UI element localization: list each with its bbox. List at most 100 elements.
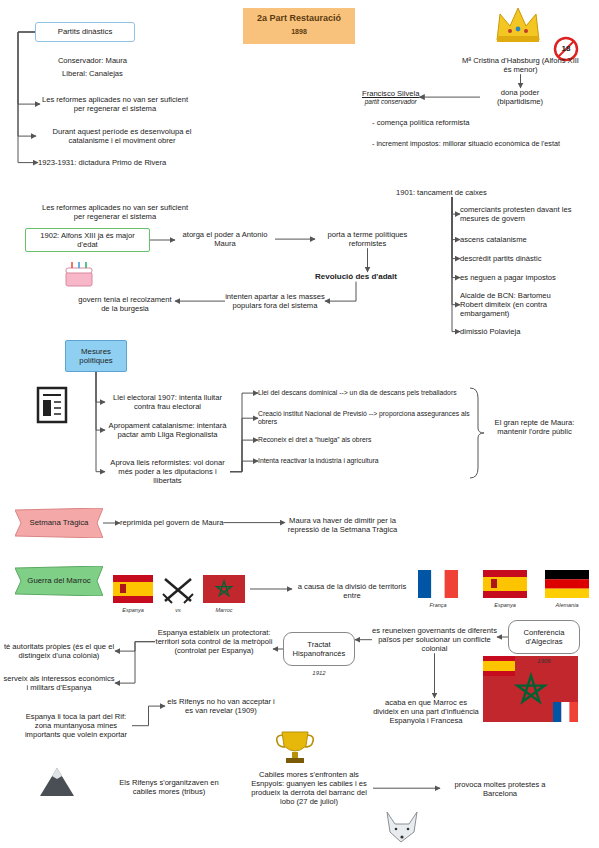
node-text: es reuneixen governants de diferents paï…	[372, 626, 497, 653]
connector-arrow	[18, 32, 40, 104]
flag-stripe	[113, 575, 153, 582]
concept-text: atorga el poder a Antonio Maura	[175, 230, 275, 248]
concept-text: govern tenia el recolzament de la burges…	[75, 295, 175, 313]
ribbon-outline	[15, 566, 103, 596]
connector-arrow	[452, 197, 460, 305]
concept-text: 1901: tancament de caixes	[396, 188, 487, 197]
connector-arrow	[230, 418, 258, 472]
connector-arrow	[452, 197, 460, 259]
connector-arrow	[18, 32, 36, 136]
concept-text: Els Rifenys s'organitzaven en cabiles mo…	[110, 778, 228, 796]
spain-flag	[113, 575, 153, 603]
connector-arrow	[452, 197, 460, 332]
title-box	[243, 8, 355, 44]
flag-stripe	[545, 589, 589, 598]
document-sheet	[38, 388, 66, 422]
node-text: atorga el poder a Antonio Maura	[175, 230, 275, 248]
star-outline	[216, 581, 231, 595]
flag-stripe	[431, 570, 444, 598]
flag-stripe	[483, 570, 527, 577]
flag-stripe	[418, 570, 431, 598]
category-box: Mesures polítiques	[65, 340, 127, 372]
concept-text: 1923-1931: dictadura Primo de Rivera	[38, 158, 166, 167]
node-text: 1901: tancament de caixes	[396, 188, 487, 197]
concept-text: Les reformes aplicades no van ser sufici…	[40, 95, 190, 113]
note-label: Espanya	[108, 607, 158, 614]
event-box: 1902: Alfons XIII ja és major d'edat	[25, 228, 150, 252]
node-text: Tractat Hispanofrancès	[287, 640, 351, 658]
trophy-stem	[292, 752, 298, 758]
node-text: - increment impostos: millorar situació …	[372, 140, 560, 149]
node-text: Durant aquest període es desenvolupa el …	[36, 127, 208, 145]
concept-text: es neguen a pagar impostos	[460, 273, 556, 282]
concept-text: a causa de la divisió de territoris entr…	[296, 582, 408, 600]
concept-text: els Rifenys no ho van acceptar i es van …	[165, 697, 277, 715]
concept-text: dimissió Polavieja	[460, 327, 520, 336]
node-text: intenten apartar a les masses populars f…	[225, 292, 325, 310]
candle	[71, 262, 73, 268]
node-text: es neguen a pagar impostos	[460, 273, 556, 282]
node-text: provoca moltes protestes a Barcelona	[440, 780, 560, 798]
wolf-icon	[387, 812, 417, 842]
sword	[165, 579, 191, 601]
node-text: Guerra del Marroc	[27, 576, 90, 585]
node-text: els Rifenys no ho van acceptar i es van …	[165, 697, 277, 715]
concept-text: Revolució des d'adalt	[315, 272, 397, 282]
wolf-nose	[400, 835, 403, 838]
flag-stripe	[545, 570, 589, 579]
flag-stripe	[545, 579, 589, 588]
document-image	[43, 400, 51, 416]
concept-text: dona poder (bipartidisme)	[480, 88, 560, 106]
node-text: Les reformes aplicades no van ser sufici…	[40, 95, 190, 113]
concept-text: Maura va haver de dimitir per la repress…	[285, 516, 400, 534]
concept-text: Espanya li toca la part del Rif: zona mu…	[20, 712, 132, 739]
connector-arrow	[325, 282, 356, 302]
node-text: Llei electoral 1907: intenta lluitar con…	[105, 393, 230, 411]
concept-text: intenten apartar a les masses populars f…	[225, 292, 325, 310]
trophy-cup	[282, 732, 308, 751]
concept-text: - increment impostos: millorar situació …	[372, 140, 560, 149]
category-box: Partits dinàstics	[35, 22, 135, 42]
document-line	[54, 413, 61, 415]
node-text: Intenta reactivar la indústria i agricul…	[258, 457, 379, 465]
node-text: Setmana Tràgica	[30, 518, 89, 527]
trophy-handle	[305, 735, 313, 747]
connector-arrow	[367, 248, 368, 272]
bracket	[470, 388, 484, 478]
sword-hilt	[184, 594, 193, 603]
note-label: Liberal: Canalejas	[45, 69, 140, 78]
crown-jewel	[516, 27, 521, 32]
node-text: a causa de la divisió de territoris entr…	[296, 582, 408, 600]
flag-stripe	[483, 591, 527, 598]
concept-text: Llei del descans dominical --> un dia de…	[258, 389, 457, 397]
mountain-shape	[40, 768, 74, 796]
wolf-eye	[395, 828, 398, 831]
candle	[85, 262, 87, 268]
flag-star	[517, 676, 544, 702]
flag-stripe	[570, 702, 578, 722]
connector-arrow	[520, 74, 521, 88]
mountain-icon	[40, 768, 74, 796]
crown-icon	[497, 8, 539, 42]
node-text: serveix als interessos econòmics i milit…	[3, 674, 115, 692]
note-label: Alemania	[542, 602, 592, 609]
connector-arrow	[96, 372, 105, 430]
connector-arrow	[132, 706, 165, 726]
node-text: Reconeix el dret a “huelga” als obrers	[258, 436, 371, 444]
flag-stripe	[113, 582, 153, 596]
node-text: govern tenia el recolzament de la burges…	[75, 295, 175, 313]
connector-arrow	[115, 642, 155, 651]
note-label: Conservador: Maura	[45, 56, 140, 65]
flag-emblem	[120, 584, 126, 593]
concept-text: reprimida pel govern de Maura	[120, 518, 223, 527]
connector-arrow	[497, 637, 508, 638]
flag-star	[216, 581, 231, 595]
node-text: Espanya estableix un protectorat: territ…	[155, 628, 273, 655]
node-text: - comença política reformista	[372, 118, 470, 127]
concept-text: té autoritats pròpies (és el que el dist…	[3, 642, 115, 660]
connector-arrow	[452, 197, 460, 214]
cake-body	[66, 272, 92, 286]
concept-text: Mª Cristina d'Habsburg (Alfons XIII és m…	[458, 56, 583, 74]
document-line	[54, 407, 61, 409]
note-label: 1898	[243, 28, 355, 36]
